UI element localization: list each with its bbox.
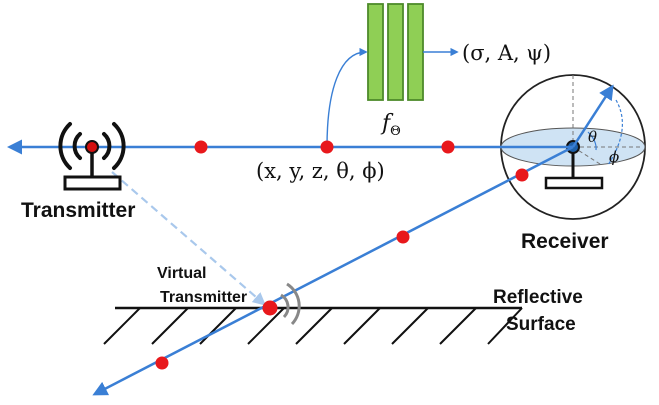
transmitter-label: Transmitter	[21, 199, 135, 222]
reflective-surface-label-2: Surface	[506, 314, 576, 335]
reflective-surface-label-1: Reflective	[493, 287, 583, 308]
view-direction-arrow	[571, 84, 614, 148]
virtual-path-dashed	[111, 171, 266, 306]
neural-network-block	[367, 3, 424, 101]
sample-point	[396, 230, 410, 244]
input-tuple-label: (x, y, z, θ, ϕ)	[256, 159, 385, 183]
network-symbol-label: fΘ	[380, 111, 401, 139]
theta-label: θ	[588, 128, 597, 146]
virtual-transmitter-label-2: Transmitter	[160, 289, 247, 306]
sample-point	[262, 300, 278, 316]
sample-point	[320, 140, 334, 154]
sample-point	[515, 168, 529, 182]
wave-arcs	[280, 282, 301, 326]
sample-points	[155, 140, 529, 370]
receiver-label: Receiver	[521, 230, 609, 253]
output-tuple-label: (σ, A, ψ)	[462, 41, 551, 65]
transmitter-icon	[58, 122, 126, 191]
reflected-ray	[92, 145, 574, 396]
sample-point	[441, 140, 455, 154]
network-input-arrow	[326, 47, 368, 148]
sample-point	[194, 140, 208, 154]
virtual-transmitter-label-1: Virtual	[157, 265, 207, 282]
phi-label: ϕ	[609, 148, 619, 166]
reflective-surface	[103, 306, 523, 345]
sample-point	[155, 356, 169, 370]
